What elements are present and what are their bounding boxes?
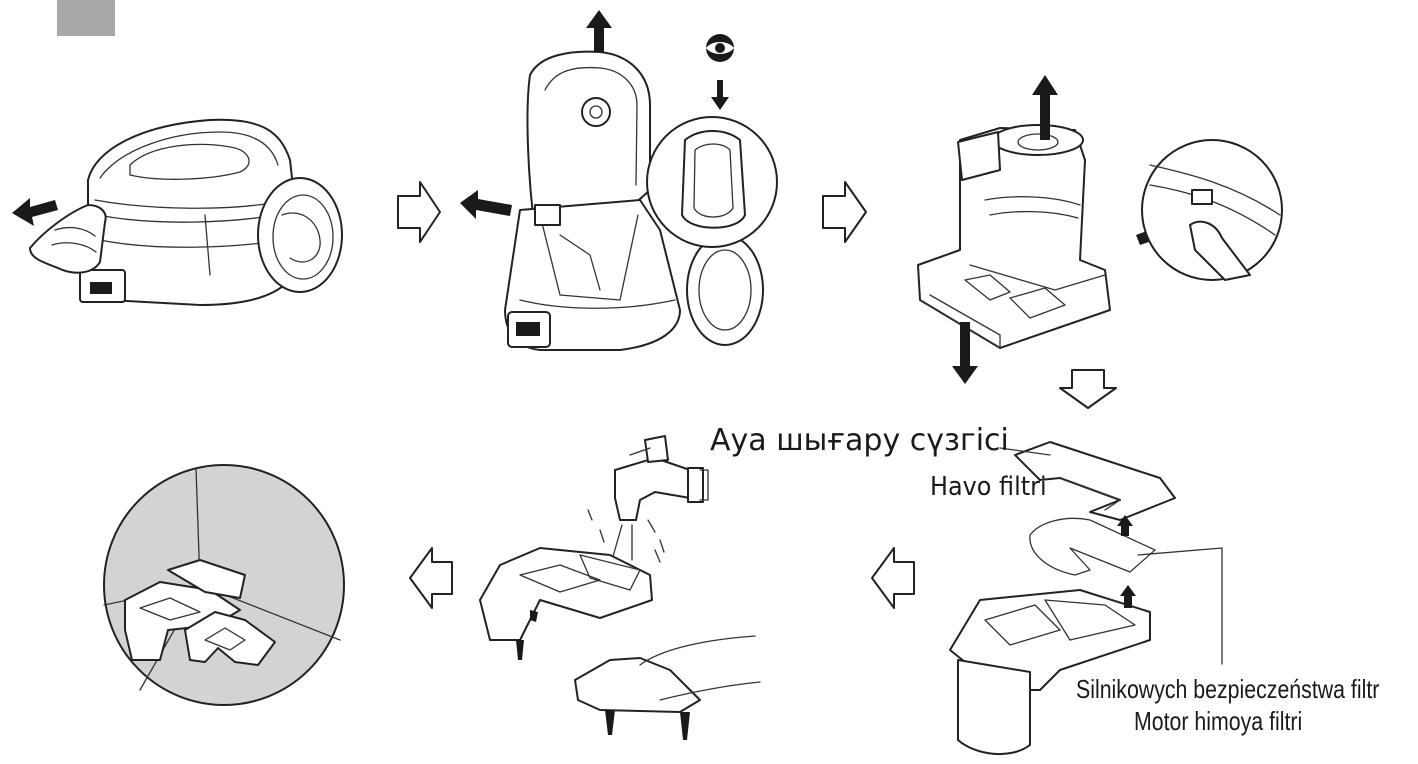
step-arrow-5 xyxy=(409,547,453,609)
exhaust-filter-label-kk: Ауа шығару сүзгісі xyxy=(710,423,1009,458)
step6-drying-circle xyxy=(103,464,345,706)
eye-icon xyxy=(706,34,734,62)
tap-bracket xyxy=(699,469,709,501)
leader-line-motor-filter xyxy=(1137,547,1223,665)
step3-dust-container xyxy=(917,124,1111,349)
pull-arrow-left-1 xyxy=(12,198,58,226)
step-arrow-2 xyxy=(822,181,867,243)
lift-arrow-up-2 xyxy=(586,10,612,52)
step2-open-lid xyxy=(504,50,764,351)
step-marker-square xyxy=(57,0,115,36)
gasket-detail-circle xyxy=(646,116,778,248)
leader-line-exhaust-filter xyxy=(999,447,1051,456)
motor-filter-label-uz: Motor himoya filtri xyxy=(1134,706,1303,736)
step-arrow-3 xyxy=(1059,369,1117,409)
pull-arrow-down-3 xyxy=(952,322,978,384)
lift-arrow-up-3 xyxy=(1032,75,1058,140)
step4-filters-exploded xyxy=(949,441,1176,756)
step5-washing xyxy=(479,435,761,740)
motor-filter-label-pl: Silnikowych bezpieczeństwa filtr xyxy=(1076,674,1380,704)
step-arrow-4 xyxy=(871,547,915,609)
pull-arrow-left-2 xyxy=(460,190,512,219)
step-arrow-1 xyxy=(397,181,441,243)
exhaust-filter-label-uz: Havo filtri xyxy=(930,472,1047,502)
step1-vacuum-cleaner xyxy=(29,118,343,306)
look-arrow-down xyxy=(711,80,729,110)
latch-detail-circle xyxy=(1141,139,1283,281)
